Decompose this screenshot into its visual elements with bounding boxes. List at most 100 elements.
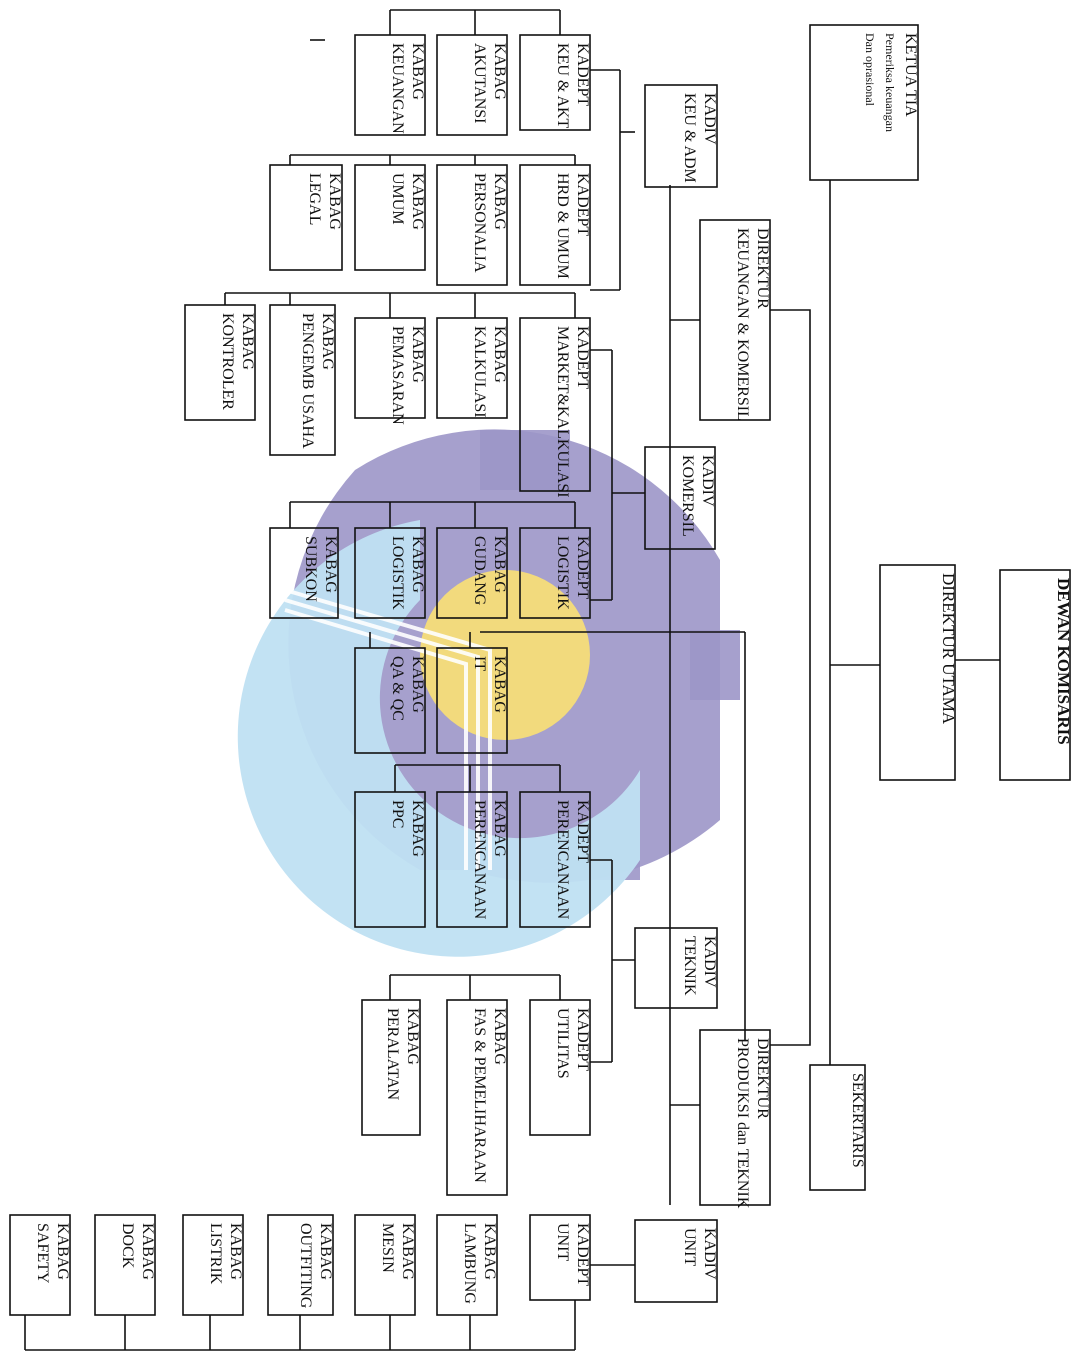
node-label: Pemeriksa keuangan <box>883 33 897 132</box>
node-label: PPC <box>389 800 406 828</box>
node-label: LISTRIK <box>207 1223 224 1285</box>
node-label: KABAG <box>409 536 426 593</box>
node-box <box>446 999 508 1196</box>
node-box <box>354 164 426 271</box>
node-box <box>519 317 591 492</box>
node-label: KADEPT <box>574 536 591 599</box>
node-box <box>529 999 591 1136</box>
node-label: KABAG <box>239 313 256 370</box>
node-label: KEU & ADM <box>681 93 698 183</box>
node-box <box>354 1214 416 1316</box>
node-label: MESIN <box>379 1223 396 1273</box>
node-label: PERSONALIA <box>471 173 488 273</box>
node-label: SEKERTARIS <box>849 1073 866 1168</box>
node-label: UMUM <box>389 173 406 225</box>
node-label: SUBKON <box>302 536 319 602</box>
node-box <box>519 34 591 131</box>
node-box <box>354 527 426 619</box>
node-label: KADIV <box>701 93 718 145</box>
node-label: KOMERSIL <box>679 455 696 537</box>
node-label: DIREKTUR <box>754 228 771 309</box>
node-box <box>184 304 256 421</box>
node-box <box>436 791 508 928</box>
node-label: KALKULASI <box>471 326 488 418</box>
node-box <box>809 24 919 181</box>
node-box <box>94 1214 156 1316</box>
node-box <box>699 1029 771 1206</box>
node-label: KADEPT <box>574 43 591 106</box>
node-label: UNIT <box>681 1228 698 1266</box>
node-box <box>269 164 343 271</box>
node-label: KADIV <box>699 455 716 507</box>
node-box <box>879 564 956 781</box>
node-label: KABAG <box>409 43 426 100</box>
node-box <box>529 1214 591 1301</box>
node-box <box>634 1219 718 1303</box>
node-box <box>267 1214 334 1316</box>
node-label: KADEPT <box>574 1223 591 1286</box>
node-label: TEKNIK <box>681 936 698 996</box>
node-label: PERENCANAAN <box>471 800 488 920</box>
node-label: KABAG <box>491 1008 508 1065</box>
node-box <box>634 927 718 1009</box>
node-label: KADEPT <box>574 1008 591 1071</box>
node-label: KABAG <box>491 800 508 857</box>
node-label: KETUA TIA <box>902 33 919 117</box>
logo-sun-icon <box>420 570 590 740</box>
node-label: KABAG <box>491 656 508 713</box>
node-label: KABAG <box>491 326 508 383</box>
node-box <box>269 304 336 456</box>
node-box <box>436 527 508 619</box>
node-label: KABAG <box>409 326 426 383</box>
node-label: PRODUKSI dan TEKNIK <box>734 1038 751 1209</box>
node-box <box>999 569 1071 781</box>
node-label: KABAG <box>409 173 426 230</box>
node-label: PENGEMB USAHA <box>299 313 316 449</box>
node-direktur-utama: DIREKTUR UTAMA <box>879 564 958 781</box>
node-label: KABAG <box>326 173 343 230</box>
logo-gear-tooth-icon <box>690 630 740 700</box>
node-label: KABAG <box>317 1223 334 1280</box>
node-label: DIREKTUR <box>754 1038 771 1119</box>
node-label: DIREKTUR UTAMA <box>939 573 958 725</box>
node-dewan-komisaris: DEWAN KOMISARIS <box>999 569 1073 781</box>
node-label: Dan oprasional <box>863 33 877 107</box>
node-label: KABAG <box>139 1223 156 1280</box>
node-box <box>182 1214 244 1316</box>
node-box <box>644 446 716 550</box>
node-box <box>436 164 508 286</box>
node-box <box>809 1064 866 1191</box>
node-label: KONTROLER <box>219 313 236 410</box>
node-box <box>436 317 508 419</box>
node-box <box>519 791 591 928</box>
node-ketua-tia: KETUA TIA Pemeriksa keuangan Dan oprasiona… <box>809 24 919 181</box>
node-label: UNIT <box>554 1223 571 1261</box>
node-box <box>354 34 426 136</box>
node-box <box>436 34 508 136</box>
node-label: KEUANGAN & KOMERSIL <box>734 228 751 421</box>
node-label: GUDANG <box>471 536 488 606</box>
node-label: LOGISTIK <box>554 536 571 610</box>
